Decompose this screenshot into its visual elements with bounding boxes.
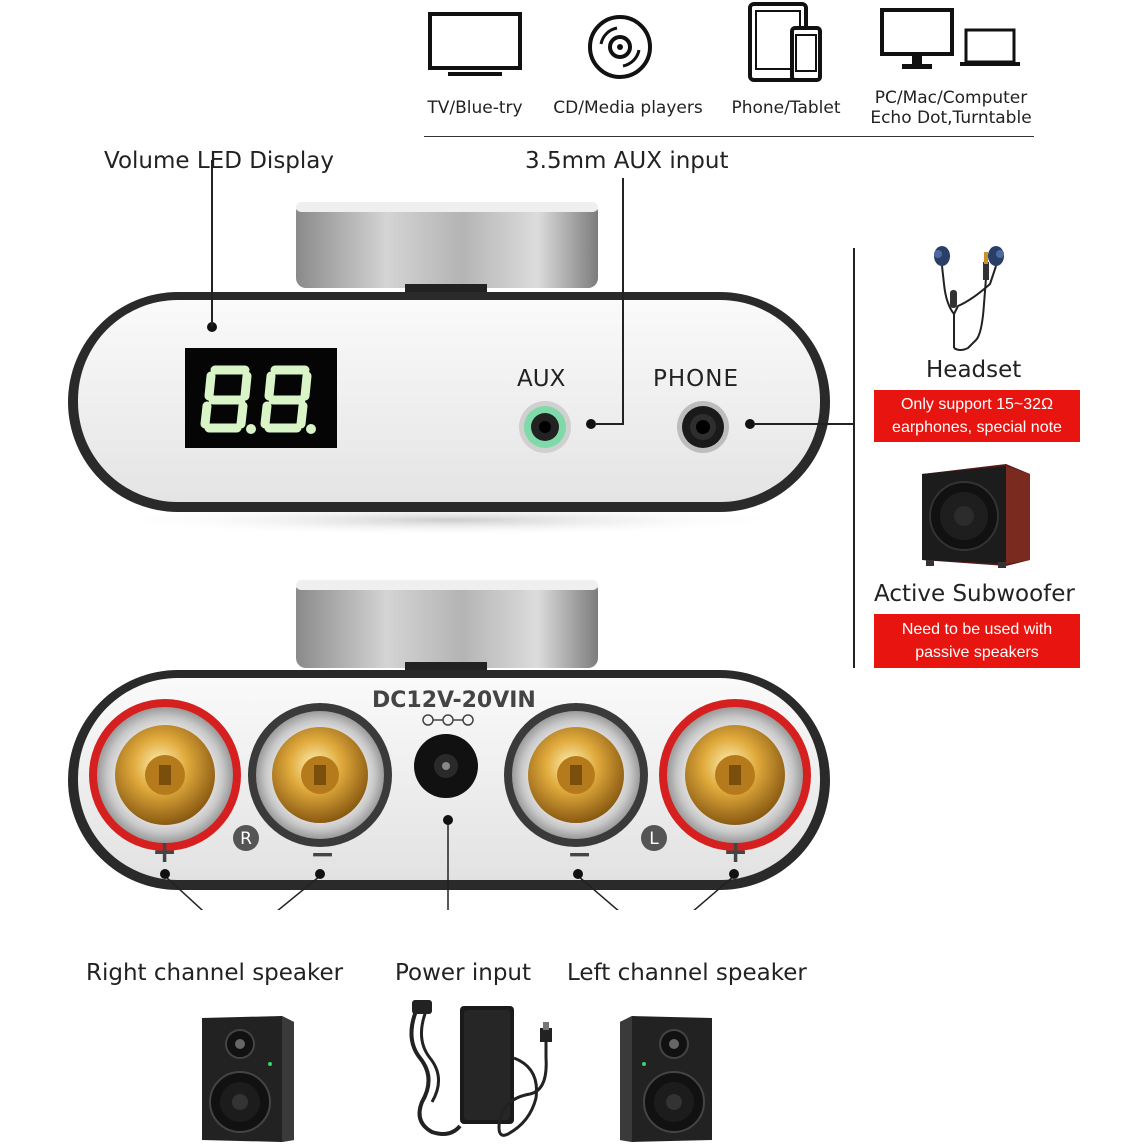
l-plus-sign: + (723, 835, 749, 870)
pc-laptop-icon (880, 8, 1022, 72)
power-adapter-icon (400, 998, 560, 1144)
badge-r: R (240, 829, 252, 849)
headset-note-line1: Only support 15~32Ω (900, 396, 1054, 413)
subwoofer-note-line1: Need to be used with (901, 621, 1053, 638)
r-minus-sign: − (310, 837, 336, 872)
tv-icon (428, 12, 522, 78)
phone-jack (676, 400, 730, 454)
subwoofer-note-line2: passive speakers (915, 644, 1039, 661)
l-minus-sign: − (567, 837, 593, 872)
aux-pointer-dot (586, 419, 596, 429)
power-input-label: Power input (395, 960, 532, 986)
aux-pointer-line-h (596, 423, 624, 425)
led-pointer-dot (207, 322, 217, 332)
dc-input-label: DC12V-20VIN (372, 688, 536, 713)
badge-l: L (649, 829, 659, 849)
source-label-tv: TV/Blue-try (427, 98, 523, 118)
tablet-phone-icon (748, 2, 822, 82)
volume-display-label: Volume LED Display (104, 148, 334, 174)
aux-label: AUX (517, 366, 566, 392)
cd-icon (587, 14, 653, 80)
headset-note-line2: earphones, special note (892, 419, 1062, 436)
source-label-cd: CD/Media players (553, 98, 703, 118)
source-divider (424, 136, 1034, 137)
headset-label: Headset (926, 357, 1022, 383)
right-speaker-label: Right channel speaker (86, 960, 344, 986)
r-plus-sign: + (152, 835, 178, 870)
right-speaker-icon (198, 1012, 296, 1144)
subwoofer-note: Need to be used with passive speakers (874, 614, 1080, 668)
source-label-echo: Echo Dot,Turntable (870, 108, 1032, 128)
phone-label: PHONE (653, 366, 740, 392)
rear-panel (0, 570, 840, 910)
aux-pointer-line-v (622, 178, 624, 425)
left-speaker-icon (618, 1012, 716, 1144)
headset-icon (928, 244, 1020, 356)
headset-note: Only support 15~32Ω earphones, special n… (874, 390, 1080, 442)
led-display (185, 348, 337, 448)
source-label-pc: PC/Mac/Computer (874, 88, 1028, 108)
aux-jack (518, 400, 572, 454)
bracket-line (853, 248, 855, 668)
front-panel (0, 180, 840, 540)
source-label-phone: Phone/Tablet (731, 98, 841, 118)
left-speaker-label: Left channel speaker (567, 960, 807, 986)
led-pointer-line (211, 160, 213, 326)
phone-pointer-dot (745, 419, 755, 429)
phone-pointer-line (755, 423, 855, 425)
subwoofer-label: Active Subwoofer (874, 581, 1075, 607)
aux-input-label: 3.5mm AUX input (525, 148, 729, 174)
subwoofer-icon (914, 460, 1034, 568)
